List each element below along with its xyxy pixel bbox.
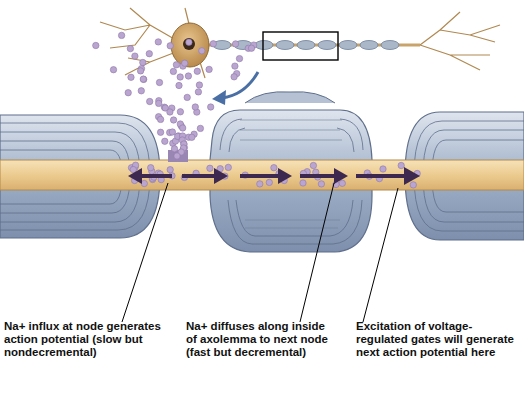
sodium-ion	[177, 109, 183, 115]
sodium-ion	[206, 66, 212, 72]
sodium-ion	[173, 62, 179, 68]
sodium-ion	[232, 63, 238, 69]
sodium-ion	[140, 59, 146, 65]
myelin-beads	[213, 41, 399, 50]
sodium-ion	[162, 138, 168, 144]
sodium-ion	[271, 165, 277, 171]
axon	[0, 160, 524, 190]
sodium-ion	[248, 45, 254, 51]
neuron-overview	[100, 8, 500, 78]
sodium-ion	[398, 162, 404, 168]
sodium-ion	[132, 53, 138, 59]
sodium-ion	[161, 104, 167, 110]
zoom-box	[263, 32, 338, 60]
sodium-ion	[141, 180, 147, 186]
sodium-ion	[148, 165, 154, 171]
sodium-ion	[180, 125, 186, 131]
sodium-ion	[231, 74, 237, 80]
current-arrows	[128, 167, 420, 185]
sodium-ion	[318, 181, 324, 187]
sodium-ion	[171, 146, 177, 152]
sodium-ion	[189, 134, 195, 140]
sodium-ion	[195, 89, 201, 95]
sodium-ion	[156, 100, 162, 106]
sodium-ion	[225, 164, 231, 170]
callout-label: Na+ diffuses along inside of axolemma to…	[186, 320, 338, 359]
leader-lines	[122, 183, 398, 322]
sodium-ion	[140, 76, 146, 82]
sodium-ion	[257, 181, 263, 187]
sodium-ion	[127, 45, 133, 51]
sodium-ion	[184, 94, 190, 100]
sodium-ion	[155, 39, 161, 45]
sodium-ion	[300, 180, 306, 186]
sodium-ion	[125, 90, 131, 96]
sodium-ion	[196, 82, 202, 88]
sodium-ion	[176, 82, 182, 88]
sodium-ion	[236, 55, 242, 61]
sodium-ion	[410, 182, 416, 188]
sodium-ion	[93, 42, 99, 48]
sodium-ion	[199, 48, 205, 54]
sodium-ion	[380, 166, 386, 172]
sodium-ion	[266, 179, 272, 185]
callout-label: Excitation of voltage-regulated gates wi…	[356, 320, 520, 359]
sodium-ions	[93, 32, 421, 188]
sodium-ion	[182, 60, 188, 66]
sodium-ion	[177, 74, 183, 80]
sodium-ion	[146, 51, 152, 57]
sodium-ion	[167, 43, 173, 49]
sodium-ion	[208, 104, 214, 110]
sodium-ion	[194, 68, 200, 74]
sodium-ion	[157, 129, 163, 135]
sodium-ion	[185, 73, 191, 79]
sodium-ion	[118, 32, 124, 38]
cell-body	[171, 23, 209, 67]
zoom-arrow	[222, 72, 258, 98]
nucleus	[183, 38, 195, 50]
sodium-ion	[174, 153, 180, 159]
sodium-ion	[157, 116, 163, 122]
sodium-ion	[170, 117, 176, 123]
sodium-ion	[207, 165, 213, 171]
zoom-arrow-head	[212, 90, 226, 105]
sodium-ion	[186, 39, 192, 45]
sodium-ion	[310, 162, 316, 168]
sodium-ion	[141, 76, 147, 82]
sodium-ion	[138, 88, 144, 94]
sodium-ion	[137, 68, 143, 74]
sodium-ion	[192, 104, 198, 110]
sodium-ion	[167, 167, 173, 173]
sodium-ion	[169, 129, 175, 135]
sodium-ion	[170, 68, 176, 74]
sodium-ion	[128, 74, 134, 80]
sodium-ion	[232, 41, 238, 47]
sodium-ion	[197, 125, 203, 131]
sodium-ion	[147, 98, 153, 104]
sodium-ion	[110, 67, 116, 73]
sodium-ion	[167, 109, 173, 115]
sodium-ion	[210, 41, 216, 47]
callout-label: Na+ influx at node generates action pote…	[4, 320, 172, 359]
sodium-ion	[339, 180, 345, 186]
sodium-ion	[156, 79, 162, 85]
